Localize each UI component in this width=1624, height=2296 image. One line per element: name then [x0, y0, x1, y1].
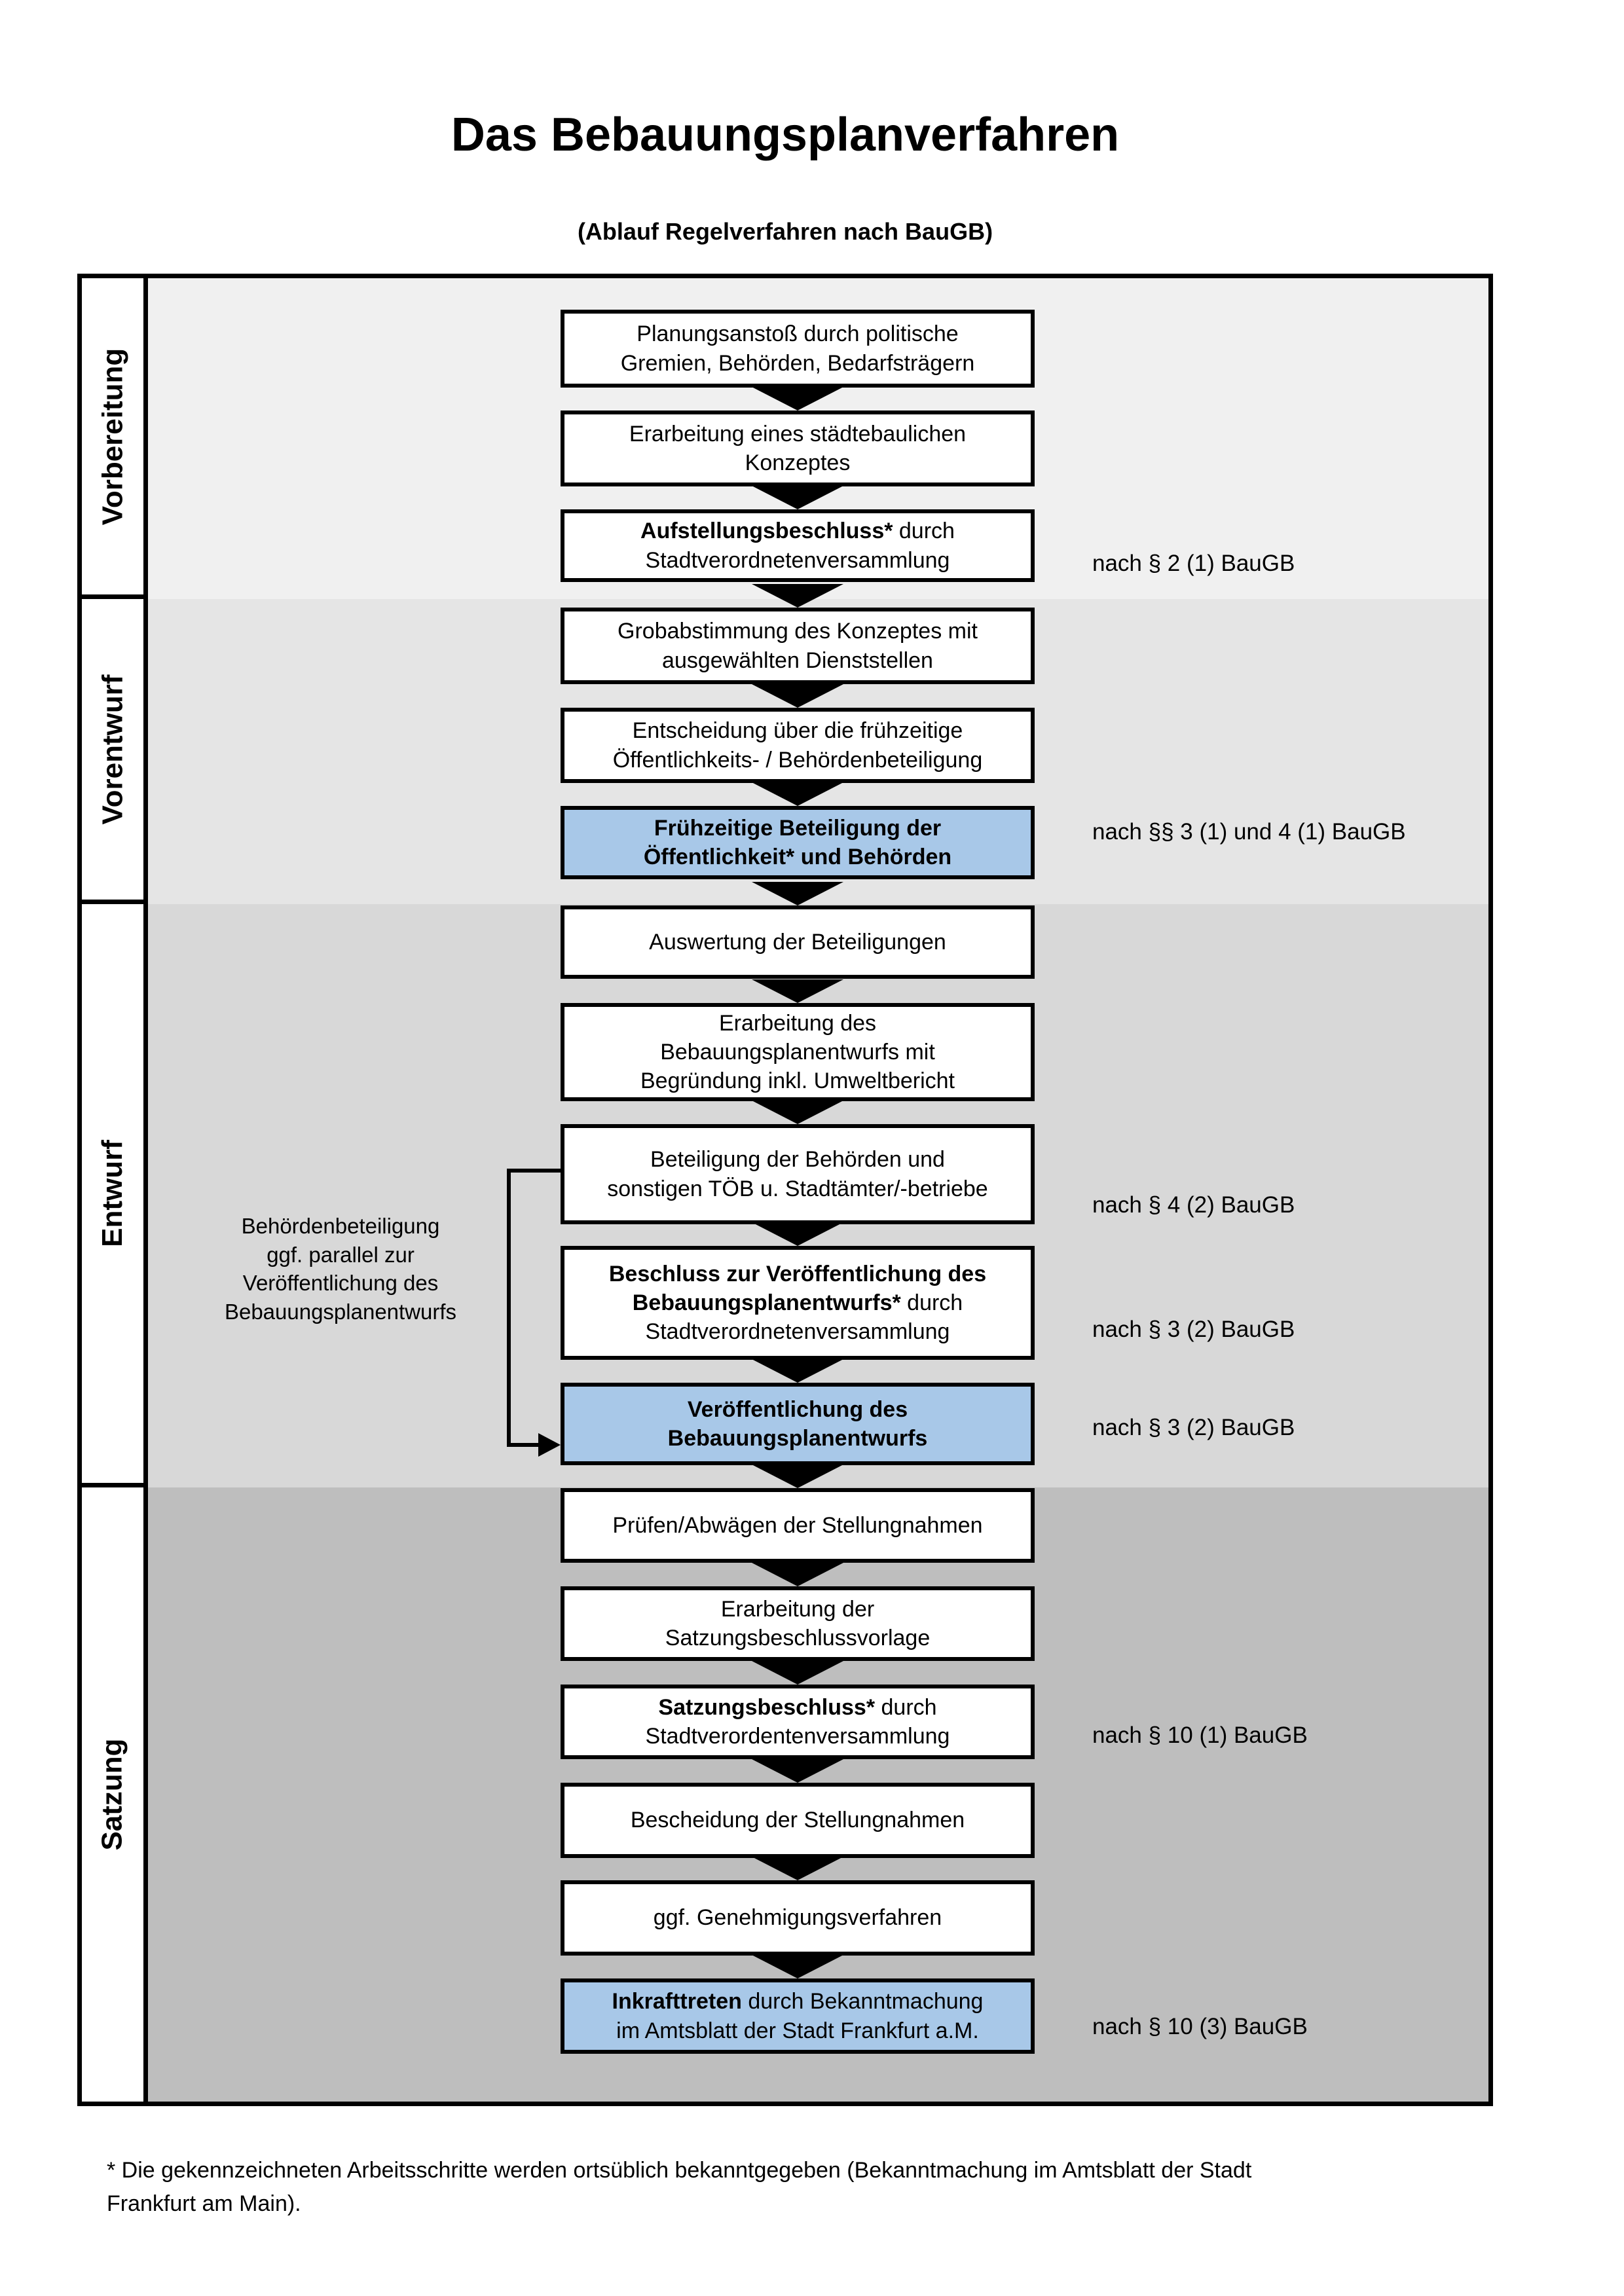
flow-arrow-down-icon	[752, 684, 843, 708]
flow-step-text: ggf. Genehmigungsverfahren	[653, 1905, 942, 1931]
phase-label-satzung: Satzung	[96, 1738, 129, 1851]
footnote-line: * Die gekennzeichneten Arbeitsschritte w…	[107, 2158, 1252, 2183]
parallel-note-line: ggf. parallel zur	[267, 1242, 415, 1267]
flow-arrow-down-icon	[752, 584, 843, 608]
flow-step-bescheidung: Bescheidung der Stellungnahmen	[561, 1783, 1035, 1858]
flow-step-satzungsbeschluss: Satzungsbeschluss* durch Stadtverordente…	[561, 1685, 1035, 1759]
flow-step-inkrafttreten: Inkrafttreten durch Bekanntmachung im Am…	[561, 1978, 1035, 2054]
flow-arrow-down-icon	[752, 1857, 843, 1880]
flow-step-veroeffentlichung: Veröffentlichung des Bebauungsplanentwur…	[561, 1383, 1035, 1465]
flow-step-text: Aufstellungsbeschluss* durch Stadtverord…	[640, 519, 955, 573]
flow-arrow-down-icon	[752, 1759, 843, 1783]
footnote: * Die gekennzeichneten Arbeitsschritte w…	[107, 2154, 1547, 2221]
flow-arrow-down-icon	[752, 1661, 843, 1685]
phase-cell-vorbereitung: Vorbereitung	[77, 274, 148, 599]
phase-label-entwurf: Entwurf	[96, 1140, 129, 1247]
phase-label-vorbereitung: Vorbereitung	[96, 348, 128, 525]
flow-step-text: Satzungsbeschluss* durch Stadtverordente…	[645, 1694, 950, 1749]
flow-arrow-down-icon	[752, 1563, 843, 1586]
flow-step-text: Auswertung der Beteiligungen	[649, 929, 946, 955]
legal-reference: nach § 3 (2) BauGB	[1092, 1317, 1295, 1342]
page-title: Das Bebauungsplanverfahren	[451, 109, 1120, 161]
flow-step-entwurf-erarbeitung: Erarbeitung des Bebauungsplanentwurfs mi…	[561, 1003, 1035, 1101]
flow-arrow-down-icon	[752, 782, 843, 806]
phase-label-vorentwurf: Vorentwurf	[96, 674, 128, 824]
flow-step-planungsanstoss: Planungsanstoß durch politische Gremien,…	[561, 310, 1035, 388]
flow-step-konzept-erarbeitung: Erarbeitung eines städtebaulichen Konzep…	[561, 410, 1035, 486]
legal-reference: nach § 10 (3) BauGB	[1092, 2014, 1308, 2039]
flow-step-text: Beschluss zur Veröffentlichung des Bebau…	[608, 1261, 987, 1345]
page-subtitle: (Ablauf Regelverfahren nach BauGB)	[577, 218, 993, 245]
parallel-note-line: Veröffentlichung des	[242, 1271, 439, 1296]
parallel-note-line: Bebauungsplanentwurfs	[224, 1299, 457, 1324]
parallel-note-line: Behördenbeteiligung	[241, 1214, 440, 1238]
legal-reference: nach § 3 (2) BauGB	[1092, 1415, 1295, 1440]
flow-step-text: Bescheidung der Stellungnahmen	[630, 1808, 965, 1833]
legal-reference: nach § 2 (1) BauGB	[1092, 551, 1295, 576]
flow-step-genehmigungsverfahren: ggf. Genehmigungsverfahren	[561, 1880, 1035, 1956]
flow-step-satzungsvorlage: Erarbeitung der Satzungsbeschlussvorlage	[561, 1586, 1035, 1661]
parallel-bracket-vertical-line	[507, 1169, 511, 1447]
flow-arrow-down-icon	[752, 1222, 843, 1246]
legal-reference: nach § 10 (1) BauGB	[1092, 1722, 1308, 1748]
phase-cell-entwurf: Entwurf	[77, 900, 148, 1487]
flow-step-text: Grobabstimmung des Konzeptes mit ausgewä…	[618, 619, 978, 673]
flow-arrow-down-icon	[752, 1955, 843, 1978]
parallel-bracket-top-line	[507, 1169, 561, 1173]
phase-cell-satzung: Satzung	[77, 1483, 148, 2106]
flow-step-text: Inkrafttreten durch Bekanntmachung im Am…	[612, 1989, 984, 2043]
flow-step-text: Erarbeitung eines städtebaulichen Konzep…	[629, 421, 967, 475]
flow-arrow-down-icon	[752, 1359, 843, 1383]
flow-arrow-down-icon	[752, 1465, 843, 1488]
legal-reference: nach §§ 3 (1) und 4 (1) BauGB	[1092, 819, 1406, 845]
flow-step-behoerdenbeteiligung: Beteiligung der Behörden und sonstigen T…	[561, 1124, 1035, 1224]
flow-step-aufstellungsbeschluss: Aufstellungsbeschluss* durch Stadtverord…	[561, 509, 1035, 582]
flow-step-text: Prüfen/Abwägen der Stellungnahmen	[612, 1512, 983, 1538]
flow-step-text: Frühzeitige Beteiligung der Öffentlichke…	[643, 815, 952, 869]
flow-step-veroeffentlichungsbeschluss: Beschluss zur Veröffentlichung des Bebau…	[561, 1246, 1035, 1360]
flow-step-text: Veröffentlichung des Bebauungsplanentwur…	[667, 1396, 928, 1451]
flow-arrow-down-icon	[752, 1101, 843, 1124]
flow-step-entscheidung-beteiligung: Entscheidung über die frühzeitige Öffent…	[561, 708, 1035, 783]
flow-step-text: Erarbeitung des Bebauungsplanentwurfs mi…	[640, 1010, 955, 1094]
parallel-bracket-arrowhead-icon	[538, 1433, 561, 1457]
legal-reference: nach § 4 (2) BauGB	[1092, 1192, 1295, 1218]
flow-arrow-down-icon	[752, 387, 843, 410]
flow-step-text: Entscheidung über die frühzeitige Öffent…	[612, 718, 983, 773]
footnote-line: Frankfurt am Main).	[107, 2191, 301, 2216]
flow-arrow-down-icon	[752, 882, 843, 905]
flow-step-pruefen-abwaegen: Prüfen/Abwägen der Stellungnahmen	[561, 1488, 1035, 1563]
flow-arrow-down-icon	[752, 486, 843, 509]
flow-step-text: Beteiligung der Behörden und sonstigen T…	[607, 1147, 988, 1201]
flow-step-fruehzeitige-beteiligung: Frühzeitige Beteiligung der Öffentlichke…	[561, 806, 1035, 879]
flow-arrow-down-icon	[752, 979, 843, 1003]
flow-step-text: Planungsanstoß durch politische Gremien,…	[620, 321, 975, 376]
parallel-note: Behördenbeteiligung ggf. parallel zur Ve…	[196, 1212, 485, 1326]
flow-step-auswertung: Auswertung der Beteiligungen	[561, 905, 1035, 979]
phase-cell-vorentwurf: Vorentwurf	[77, 594, 148, 904]
flow-step-text: Erarbeitung der Satzungsbeschlussvorlage	[665, 1596, 931, 1650]
flow-step-grobabstimmung: Grobabstimmung des Konzeptes mit ausgewä…	[561, 608, 1035, 684]
parallel-bracket-bottom-line	[507, 1443, 542, 1447]
